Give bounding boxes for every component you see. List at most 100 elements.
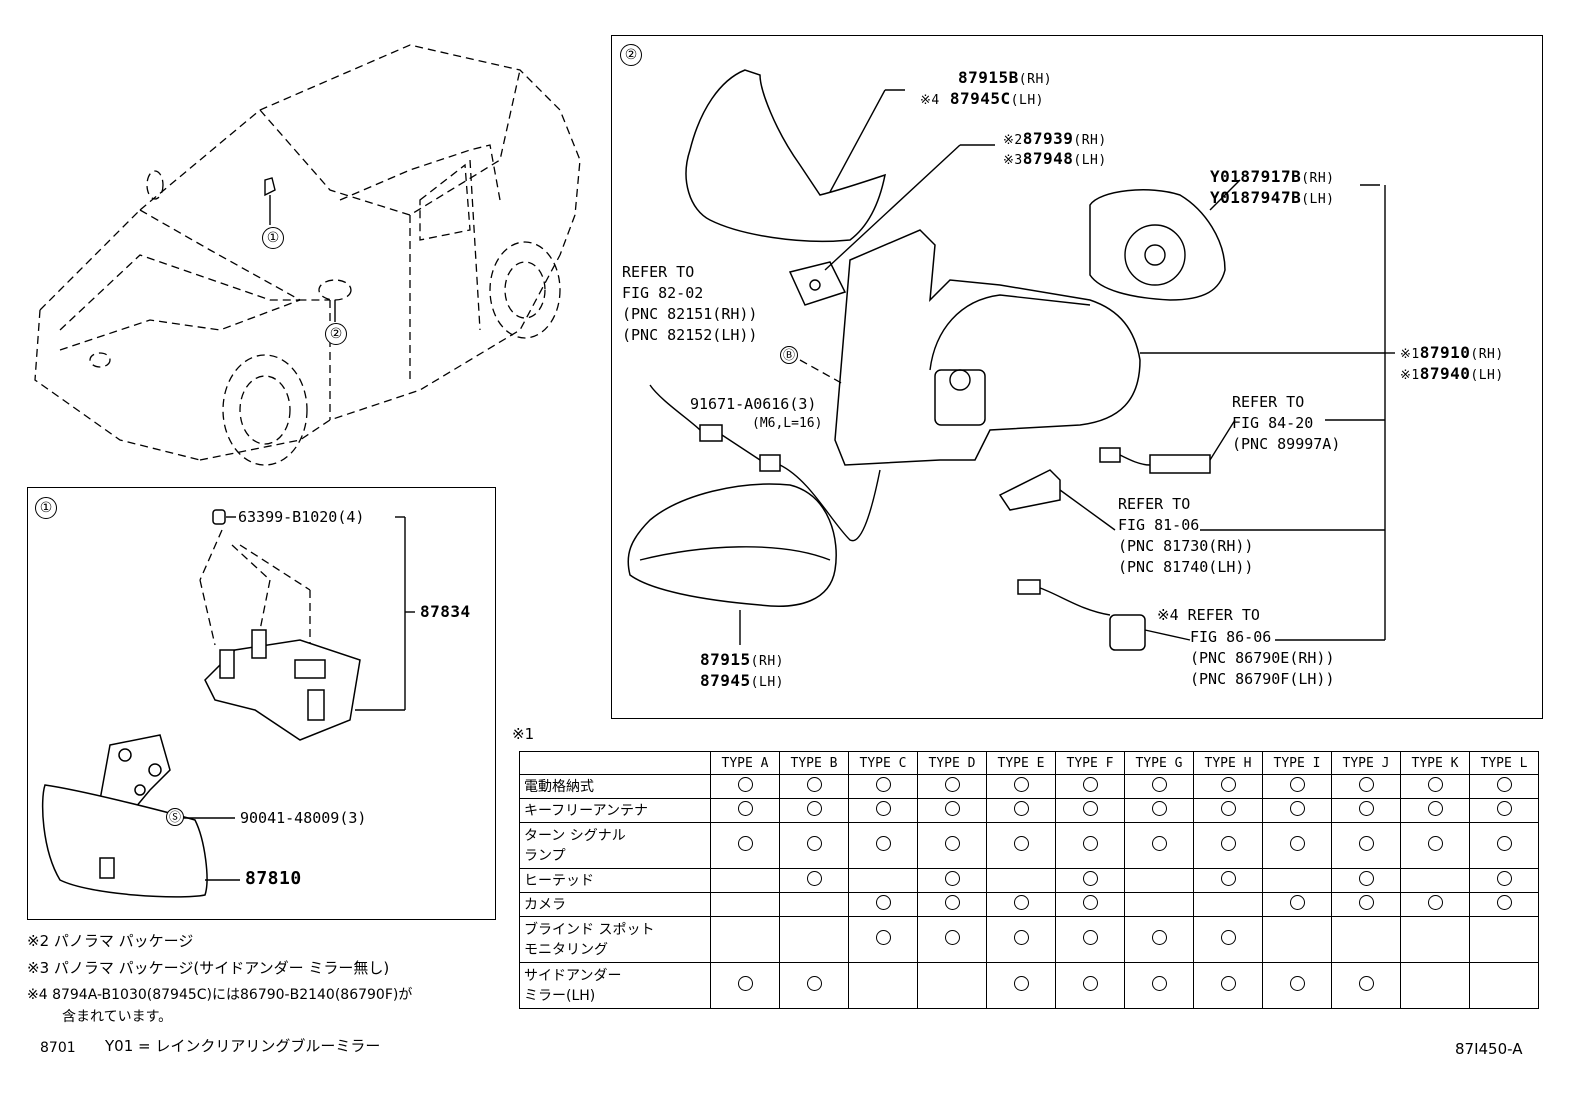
table-mark-cell <box>710 962 780 1009</box>
table-header-type: TYPE L <box>1469 751 1539 775</box>
table-header-type: TYPE A <box>710 751 780 775</box>
table-mark-cell <box>1331 868 1401 893</box>
table-mark-cell <box>1262 822 1332 869</box>
table-mark-cell <box>1055 962 1125 1009</box>
part-87947b: Y0187947B(LH) <box>1210 188 1335 207</box>
circle-mark-icon <box>944 777 960 792</box>
note-y01: Y01 = レインクリアリングブルーミラー <box>105 1037 381 1055</box>
circle-mark-icon <box>737 836 753 851</box>
table-mark-cell <box>1469 822 1539 869</box>
table-feature-cell: サイドアンダー ミラー(LH) <box>519 962 711 1009</box>
table-mark-cell <box>710 868 780 893</box>
table-mark-cell <box>1331 822 1401 869</box>
table-mark-cell <box>848 774 918 799</box>
table-mark-cell <box>779 774 849 799</box>
circle-mark-icon <box>1013 836 1029 851</box>
table-row: キーフリーアンテナ <box>519 798 1539 823</box>
circle-mark-icon <box>944 895 960 910</box>
table-mark-cell <box>1469 774 1539 799</box>
circle-mark-icon <box>1151 777 1167 792</box>
table-mark-cell <box>848 916 918 963</box>
circle-mark-icon <box>737 976 753 991</box>
table-mark-cell <box>1124 892 1194 917</box>
circle-mark-icon <box>806 801 822 816</box>
circle-mark-icon <box>1289 976 1305 991</box>
circle-mark-icon <box>1151 976 1167 991</box>
box2-art <box>627 69 1395 651</box>
circle-mark-icon <box>1427 836 1443 851</box>
table-marker: ※1 <box>512 725 535 743</box>
circle-mark-icon <box>806 976 822 991</box>
table-mark-cell <box>1124 868 1194 893</box>
circle-mark-icon <box>875 801 891 816</box>
part-63399: 63399-B1020(4) <box>238 508 365 526</box>
table-mark-cell <box>1124 962 1194 1009</box>
table-header-type: TYPE F <box>1055 751 1125 775</box>
table-mark-cell <box>1262 774 1332 799</box>
table-header-blank <box>519 751 711 775</box>
circle-mark-icon <box>1358 895 1374 910</box>
table-mark-cell <box>1469 868 1539 893</box>
circle-mark-icon <box>737 801 753 816</box>
circle-mark-icon <box>806 871 822 886</box>
box-2-frame <box>611 35 1543 719</box>
circle-mark-icon <box>1082 777 1098 792</box>
callout-2: ② <box>325 323 347 345</box>
table-mark-cell <box>1262 868 1332 893</box>
circle-mark-icon <box>1013 930 1029 945</box>
table-mark-cell <box>1055 798 1125 823</box>
table-mark-cell <box>917 798 987 823</box>
part-87810: 87810 <box>245 868 302 889</box>
circle-mark-icon <box>944 836 960 851</box>
circle-mark-icon <box>944 930 960 945</box>
table-header-type: TYPE I <box>1262 751 1332 775</box>
box-1-frame <box>27 487 496 920</box>
table-header-type: TYPE K <box>1400 751 1470 775</box>
circle-mark-icon <box>1220 930 1236 945</box>
table-mark-cell <box>1400 822 1470 869</box>
table-mark-cell <box>710 774 780 799</box>
table-mark-cell <box>1331 798 1401 823</box>
refer-fig-86-06: FIG 86-06(PNC 86790E(RH))(PNC 86790F(LH)… <box>1190 628 1335 688</box>
table-mark-cell <box>710 822 780 869</box>
table-mark-cell <box>1400 892 1470 917</box>
table-mark-cell <box>986 774 1056 799</box>
table-mark-cell <box>1193 916 1263 963</box>
box1-art <box>41 509 415 898</box>
table-mark-cell <box>710 798 780 823</box>
table-mark-cell <box>848 798 918 823</box>
table-mark-cell <box>1262 798 1332 823</box>
circle-mark-icon <box>1082 871 1098 886</box>
table-mark-cell <box>779 868 849 893</box>
note-3: ※3 パノラマ パッケージ(サイドアンダー ミラー無し) <box>27 959 390 977</box>
part-87915b: 87915B(RH) <box>958 68 1053 87</box>
table-mark-cell <box>1400 774 1470 799</box>
circle-mark-icon <box>1151 801 1167 816</box>
table-mark-cell <box>1400 962 1470 1009</box>
table-mark-cell <box>1331 892 1401 917</box>
circle-mark-icon <box>1220 801 1236 816</box>
circle-mark-icon <box>1220 836 1236 851</box>
table-header-type: TYPE B <box>779 751 849 775</box>
callout-s: Ⓢ <box>166 808 184 826</box>
note-2: ※2 パノラマ パッケージ <box>27 932 194 950</box>
table-mark-cell <box>1400 798 1470 823</box>
table-feature-cell: キーフリーアンテナ <box>519 798 711 823</box>
callout-b: Ⓑ <box>780 346 798 364</box>
table-mark-cell <box>986 822 1056 869</box>
refer-fig-86-06-head: ※4 REFER TO <box>1157 606 1260 624</box>
table-header-type: TYPE G <box>1124 751 1194 775</box>
circle-mark-icon <box>1013 801 1029 816</box>
table-mark-cell <box>917 868 987 893</box>
table-mark-cell <box>1193 798 1263 823</box>
table-mark-cell <box>1055 916 1125 963</box>
part-87834: 87834 <box>420 602 471 621</box>
table-mark-cell <box>1262 916 1332 963</box>
table-mark-cell <box>1193 892 1263 917</box>
figure-number: 87I450-A <box>1455 1040 1523 1058</box>
circle-mark-icon <box>875 777 891 792</box>
box-1-callout: ① <box>35 497 57 519</box>
table-body: 電動格納式キーフリーアンテナターン シグナル ランプヒーテッドカメラブラインド … <box>519 774 1539 1009</box>
